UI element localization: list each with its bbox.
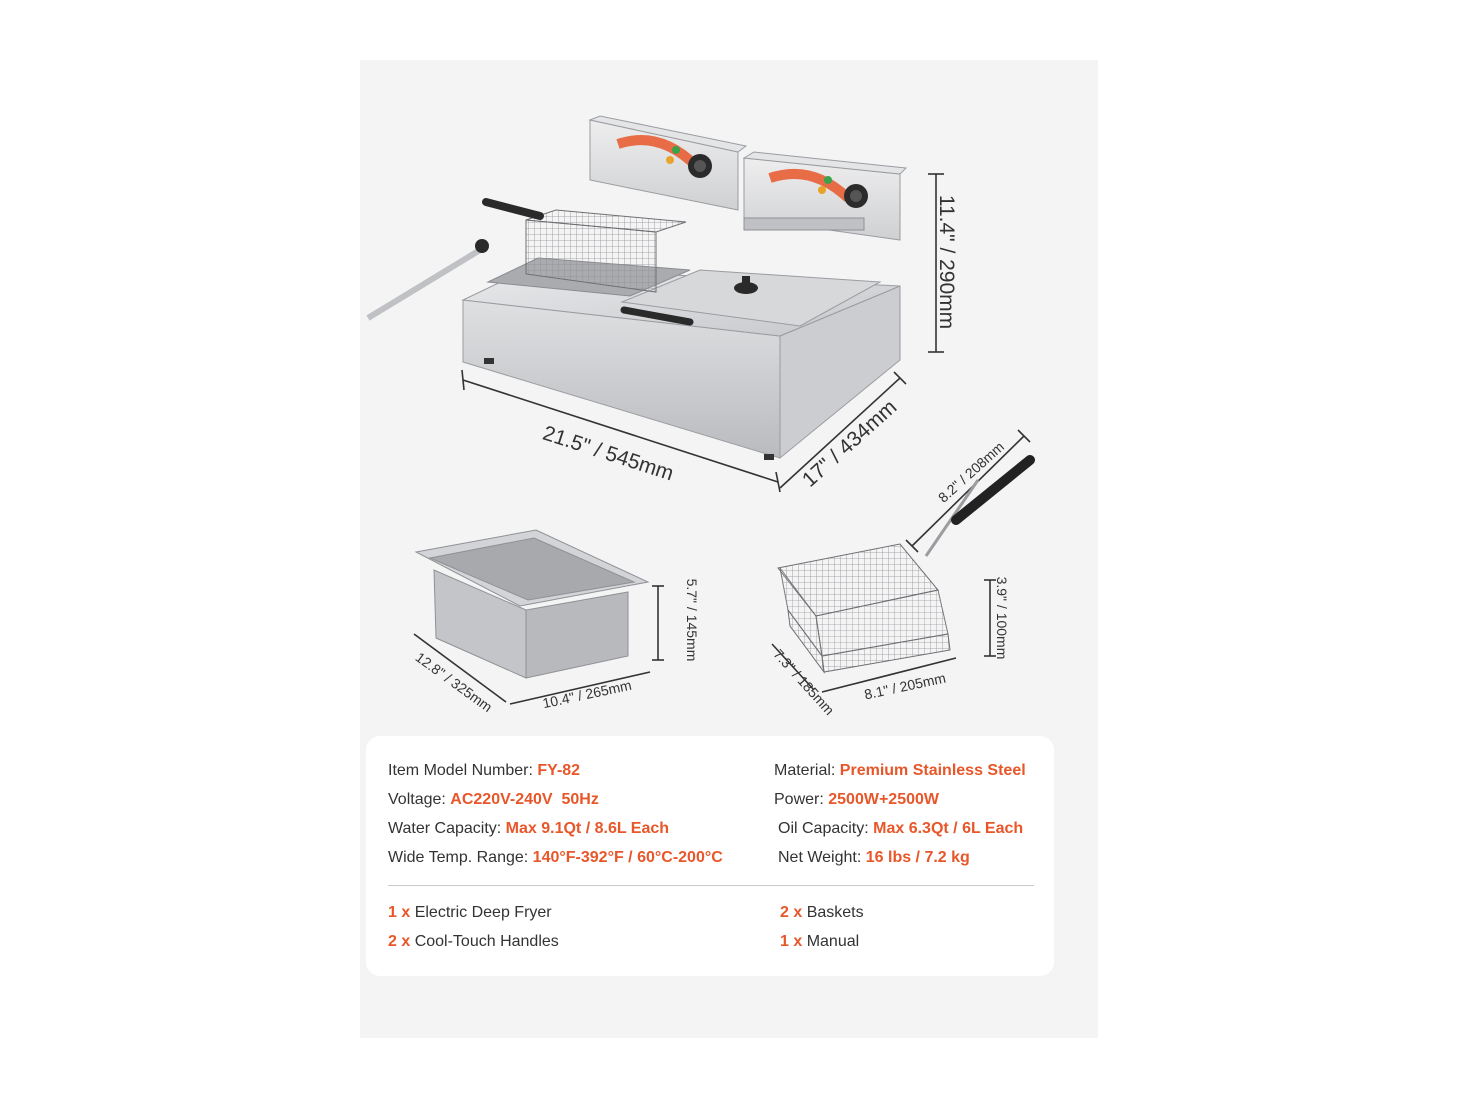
tank-height-label: 5.7" / 145mm xyxy=(684,578,700,662)
spec-divider xyxy=(388,885,1034,886)
spec-net-weight: Net Weight: 16 lbs / 7.2 kg xyxy=(778,849,970,866)
product-panel: 11.4" / 290mm 21.5" / 545mm 17" / 434mm … xyxy=(360,60,1098,1038)
fryer-height-label: 11.4" / 290mm xyxy=(935,194,958,330)
package-item: 2 x Cool-Touch Handles xyxy=(388,933,559,950)
spec-oil-capacity: Oil Capacity: Max 6.3Qt / 6L Each xyxy=(778,820,1024,837)
spec-card: Item Model Number: FY-82 Material: Premi… xyxy=(366,736,1054,976)
basket-illustration xyxy=(777,455,1035,674)
spec-model: Item Model Number: FY-82 xyxy=(388,762,581,779)
fryer-dimension-lines xyxy=(461,173,1031,553)
basket-height-label: 3.9" / 100mm xyxy=(994,576,1010,660)
fryer-illustration xyxy=(366,115,908,460)
package-item: 1 x Electric Deep Fryer xyxy=(388,904,552,921)
tank-dimension-lines xyxy=(413,585,664,705)
basket-dimension-lines xyxy=(771,579,996,693)
product-illustrations: 11.4" / 290mm 21.5" / 545mm 17" / 434mm … xyxy=(360,60,1098,740)
package-item: 2 x Baskets xyxy=(780,904,864,921)
spec-material: Material: Premium Stainless Steel xyxy=(774,762,1026,779)
oil-tank-illustration xyxy=(414,529,650,679)
package-item: 1 x Manual xyxy=(780,933,860,950)
spec-voltage: Voltage: AC220V-240V 50Hz xyxy=(388,791,599,808)
spec-temp-range: Wide Temp. Range: 140°F-392°F / 60°C-200… xyxy=(388,849,723,866)
spec-power: Power: 2500W+2500W xyxy=(774,791,939,808)
spec-water-capacity: Water Capacity: Max 9.1Qt / 8.6L Each xyxy=(388,820,670,837)
